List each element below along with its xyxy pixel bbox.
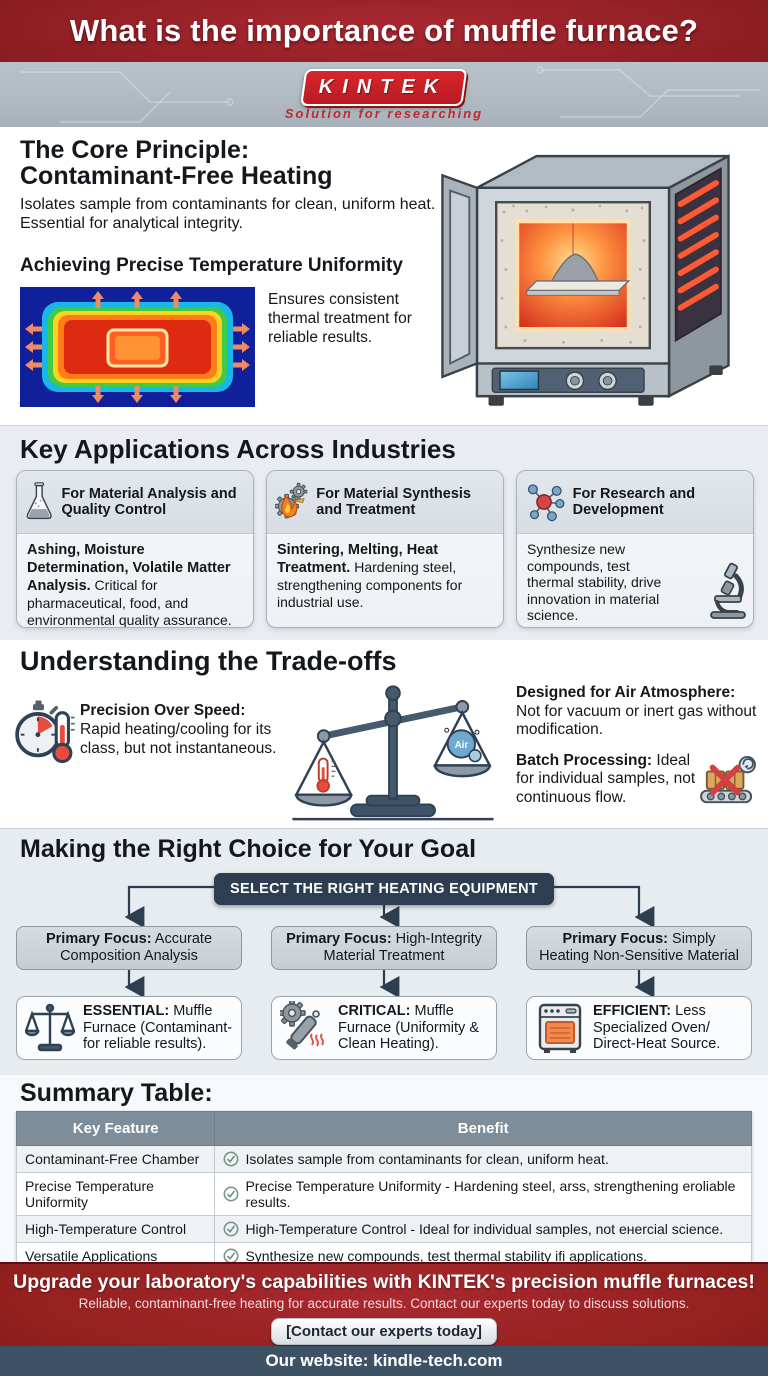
- application-card-analysis: For Material Analysis and Quality Contro…: [16, 470, 254, 628]
- svg-text:Air: Air: [455, 740, 469, 751]
- section-choice-flowchart: Making the Right Choice for Your Goal SE…: [0, 828, 768, 1076]
- card-title: For Research and Development: [572, 485, 696, 518]
- summary-table: Key Feature Benefit Contaminant-Free Cha…: [15, 1111, 752, 1270]
- core-description: Isolates sample from contaminants for cl…: [20, 196, 436, 233]
- tradeoffs-title: Understanding the Trade-offs: [20, 646, 397, 676]
- website-bar: Our website: kindle-tech.com: [0, 1346, 768, 1376]
- gear-tool-icon: [280, 1001, 324, 1050]
- circuit-pattern-decoration: [20, 66, 760, 123]
- cta-headline: Upgrade your laboratory's capabilities w…: [13, 1271, 755, 1293]
- molecule-icon: [527, 484, 565, 522]
- applications-title: Key Applications Across Industries: [20, 434, 456, 464]
- check-circle-icon: [223, 1221, 239, 1237]
- result-box-critical: CRITICAL: Muffle Furnace (Uniformity & C…: [271, 996, 497, 1060]
- card-body: Synthesize new compounds, test thermal s…: [517, 534, 753, 624]
- kintek-logo: KINTEK: [300, 69, 468, 106]
- thermal-heatmap-graphic: [20, 287, 255, 407]
- summary-title: Summary Table:: [20, 1079, 213, 1107]
- table-row: Contaminant-Free Chamber Isolates sample…: [15, 1145, 752, 1173]
- focus-box-composition: Primary Focus: Accurate Composition Anal…: [16, 926, 242, 970]
- section-applications: Key Applications Across Industries For M…: [0, 425, 768, 641]
- oven-icon: [538, 1003, 582, 1053]
- check-circle-icon: [223, 1186, 239, 1202]
- core-title: The Core Principle: Contaminant-Free Hea…: [20, 136, 333, 190]
- result-box-essential: ESSENTIAL: Muffle Furnace (Contaminant- …: [16, 996, 242, 1060]
- uniformity-title: Achieving Precise Temperature Uniformity: [20, 255, 403, 276]
- table-row: Precise Temperature Uniformity Precise T…: [15, 1172, 752, 1216]
- focus-box-treatment: Primary Focus: High-Integrity Material T…: [271, 926, 497, 970]
- application-card-research: For Research and Development Synthesize …: [516, 470, 754, 628]
- choice-title: Making the Right Choice for Your Goal: [20, 835, 477, 863]
- cta-banner: Upgrade your laboratory's capabilities w…: [0, 1262, 768, 1348]
- column-header-feature: Key Feature: [15, 1111, 216, 1146]
- section-tradeoffs: Understanding the Trade-offs Precision O…: [0, 640, 768, 828]
- result-box-efficient: EFFICIENT: Less Specialized Oven/ Direct…: [526, 996, 752, 1060]
- section-summary-table: Summary Table: Key Feature Benefit Conta…: [0, 1075, 768, 1270]
- page-title: What is the importance of muffle furnace…: [69, 13, 699, 48]
- brand-tagline: Solution for researching: [284, 106, 484, 121]
- card-title: For Material Synthesis and Treatment: [316, 485, 471, 518]
- muffle-furnace-illustration: [441, 154, 730, 406]
- column-header-benefit: Benefit: [214, 1111, 752, 1146]
- kintek-logo-text: KINTEK: [318, 76, 448, 98]
- flowchart-root-node: SELECT THE RIGHT HEATING EQUIPMENT: [214, 873, 554, 905]
- balance-scale-illustration: Air: [292, 685, 494, 821]
- brand-band: KINTEK Solution for researching: [0, 62, 768, 129]
- balance-icon: [25, 1003, 75, 1052]
- no-continuous-flow-icon: [700, 756, 756, 804]
- air-atmosphere-text: Designed for Air Atmosphere: Not for vac…: [516, 684, 757, 739]
- flask-icon: [26, 482, 52, 520]
- website-text: Our website: kindle-tech.com: [265, 1351, 503, 1370]
- card-body: Ashing, Moisture Determination, Volatile…: [27, 542, 232, 628]
- section-core-principle: The Core Principle: Contaminant-Free Hea…: [0, 127, 768, 425]
- precision-over-speed-text: Precision Over Speed: Rapid heating/cool…: [80, 702, 277, 757]
- application-card-synthesis: For Material Synthesis and Treatment Sin…: [266, 470, 504, 628]
- stopwatch-thermometer-icon: [15, 700, 75, 764]
- card-title: For Material Analysis and Quality Contro…: [61, 485, 237, 518]
- gear-flame-icon: [275, 482, 308, 519]
- contact-experts-button[interactable]: [Contact our experts today]: [271, 1318, 497, 1345]
- uniformity-description: Ensures consistent thermal treatment for…: [268, 291, 412, 346]
- batch-processing-text: Batch Processing: Ideal for individual s…: [516, 751, 696, 806]
- microscope-icon: [710, 562, 746, 619]
- tradeoffs-right-column: Designed for Air Atmosphere: Not for vac…: [516, 684, 760, 808]
- card-body: Sintering, Melting, Heat Treatment. Hard…: [277, 542, 463, 610]
- header-banner: What is the importance of muffle furnace…: [0, 0, 768, 64]
- cta-subline: Reliable, contaminant-free heating for a…: [78, 1296, 690, 1311]
- check-circle-icon: [223, 1151, 239, 1167]
- table-row: High-Temperature Control High-Temperatur…: [15, 1215, 752, 1243]
- focus-box-simple-heating: Primary Focus: Simply Heating Non-Sensit…: [526, 926, 752, 970]
